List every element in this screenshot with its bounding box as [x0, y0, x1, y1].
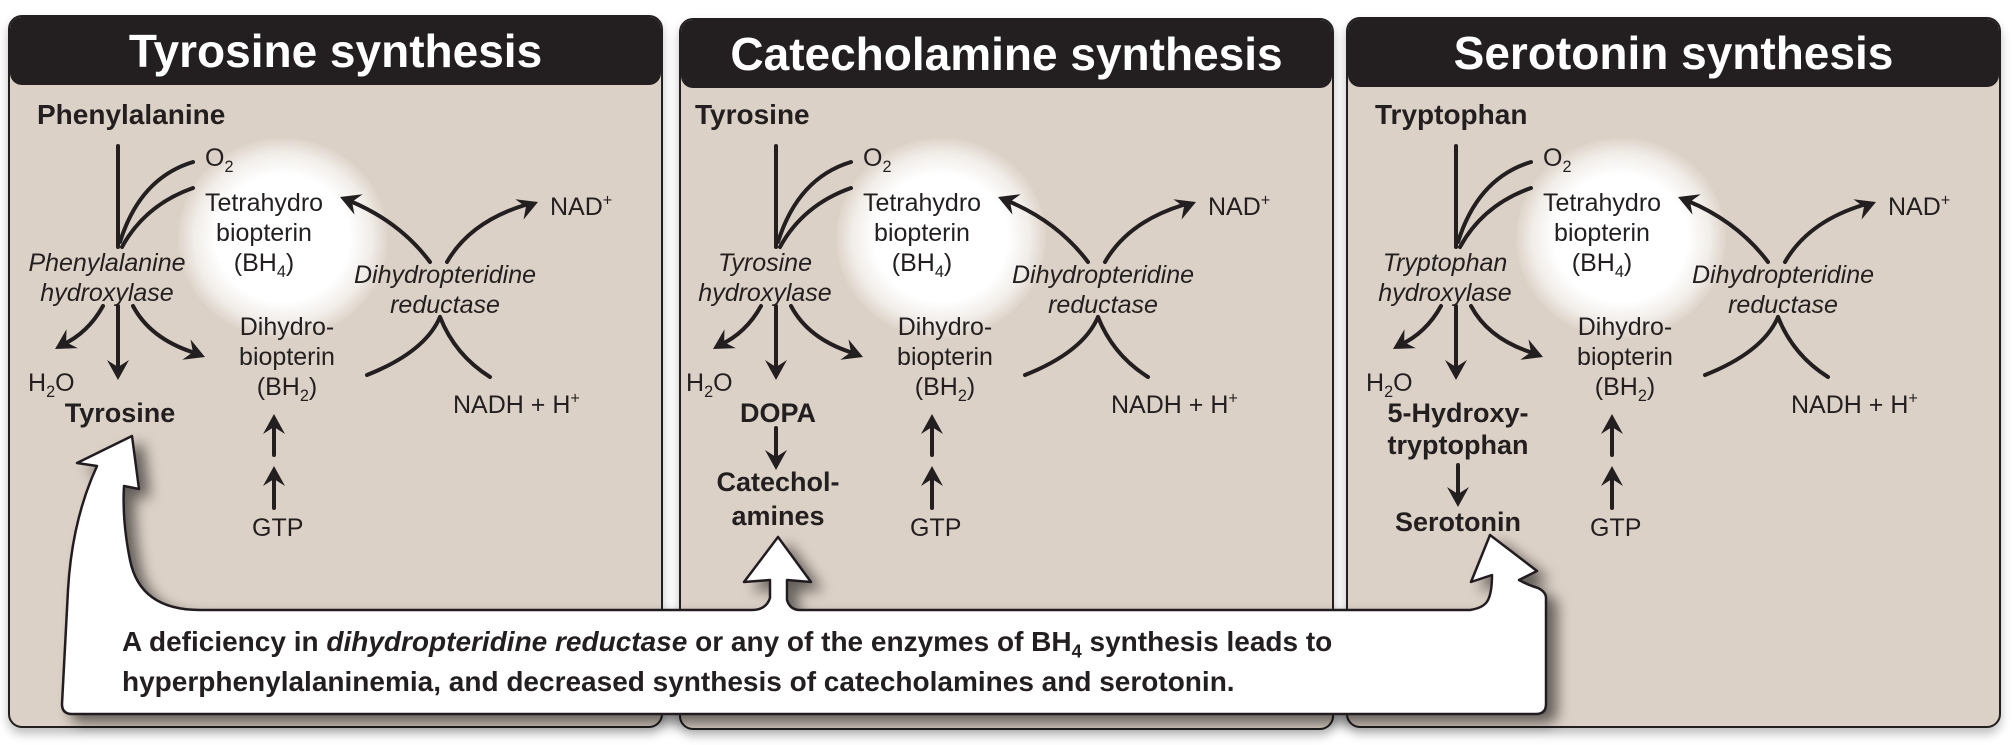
callout-enzyme-name: dihydropteridine reductase	[326, 626, 688, 657]
callout-line-1: A deficiency in dihydropteridine reducta…	[122, 626, 1333, 662]
panel-title: Serotonin synthesis	[1348, 19, 1999, 87]
callout-line-2: hyperphenylalaninemia, and decreased syn…	[122, 666, 1235, 697]
panel-title: Catecholamine synthesis	[681, 20, 1332, 88]
panel-title: Tyrosine synthesis	[10, 17, 661, 85]
callout-text: A deficiency in dihydropteridine reducta…	[122, 622, 1332, 702]
panel-serotonin-synthesis: Serotonin synthesis	[1346, 17, 2001, 728]
